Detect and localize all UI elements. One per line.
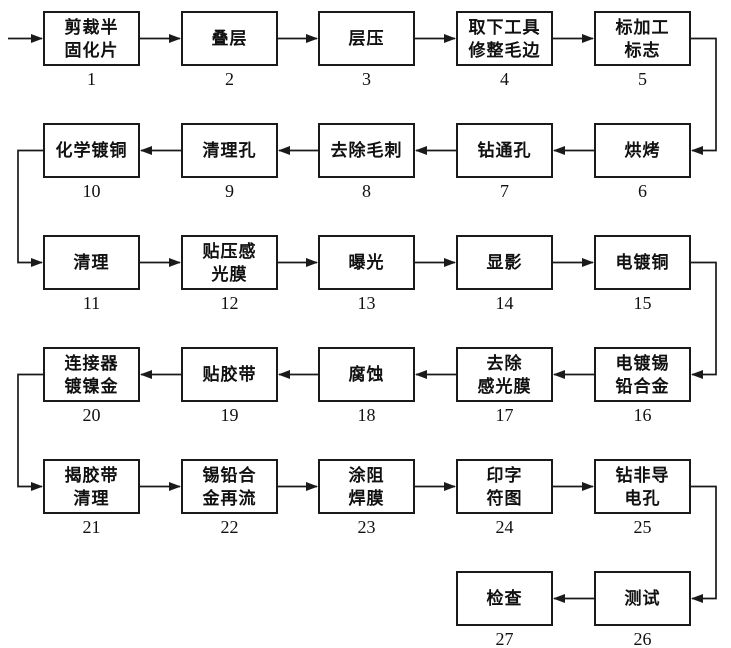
step-box-15: 电镀铜 <box>594 235 691 290</box>
step-number-3: 3 <box>362 69 371 89</box>
step-number-22: 22 <box>220 517 239 537</box>
step-number-9: 9 <box>225 181 234 201</box>
step-number-14: 14 <box>495 293 514 313</box>
step-number-20: 20 <box>82 405 101 425</box>
step-number-18: 18 <box>357 405 376 425</box>
step-box-24: 印字 符图 <box>456 459 553 514</box>
step-box-16: 电镀锡 铅合金 <box>594 347 691 402</box>
arrow-20-to-21 <box>17 373 43 491</box>
step-number-4: 4 <box>500 69 509 89</box>
step-number-13: 13 <box>357 293 376 313</box>
step-number-16: 16 <box>633 405 652 425</box>
step-box-2: 叠层 <box>181 11 278 66</box>
step-number-17: 17 <box>495 405 514 425</box>
step-box-14: 显影 <box>456 235 553 290</box>
step-box-10: 化学镀铜 <box>43 123 140 178</box>
step-box-9: 清理孔 <box>181 123 278 178</box>
step-box-23: 涂阻 焊膜 <box>318 459 415 514</box>
step-box-18: 腐蚀 <box>318 347 415 402</box>
step-number-25: 25 <box>633 517 652 537</box>
step-box-27: 检查 <box>456 571 553 626</box>
step-number-8: 8 <box>362 181 371 201</box>
step-number-2: 2 <box>225 69 234 89</box>
step-box-11: 清理 <box>43 235 140 290</box>
arrow-10-to-11 <box>17 149 43 267</box>
step-box-21: 揭胶带 清理 <box>43 459 140 514</box>
step-number-24: 24 <box>495 517 514 537</box>
step-box-7: 钻通孔 <box>456 123 553 178</box>
step-number-19: 19 <box>220 405 239 425</box>
step-number-10: 10 <box>82 181 101 201</box>
step-box-5: 标加工 标志 <box>594 11 691 66</box>
step-box-8: 去除毛刺 <box>318 123 415 178</box>
step-box-19: 贴胶带 <box>181 347 278 402</box>
step-number-5: 5 <box>638 69 647 89</box>
arrow-5-to-6 <box>691 37 717 155</box>
step-box-20: 连接器 镀镍金 <box>43 347 140 402</box>
step-number-21: 21 <box>82 517 101 537</box>
step-box-25: 钻非导 电孔 <box>594 459 691 514</box>
step-box-26: 测试 <box>594 571 691 626</box>
arrow-25-to-26 <box>691 485 717 603</box>
step-box-4: 取下工具 修整毛边 <box>456 11 553 66</box>
step-number-1: 1 <box>87 69 96 89</box>
arrow-15-to-16 <box>691 261 717 379</box>
step-number-26: 26 <box>633 629 652 648</box>
step-number-11: 11 <box>82 293 101 313</box>
step-box-3: 层压 <box>318 11 415 66</box>
step-box-13: 曝光 <box>318 235 415 290</box>
step-number-12: 12 <box>220 293 239 313</box>
step-number-15: 15 <box>633 293 652 313</box>
step-box-22: 锡铅合 金再流 <box>181 459 278 514</box>
step-box-6: 烘烤 <box>594 123 691 178</box>
step-box-12: 贴压感 光膜 <box>181 235 278 290</box>
step-box-1: 剪裁半 固化片 <box>43 11 140 66</box>
step-box-17: 去除 感光膜 <box>456 347 553 402</box>
step-number-27: 27 <box>495 629 514 648</box>
step-number-6: 6 <box>638 181 647 201</box>
step-number-23: 23 <box>357 517 376 537</box>
step-number-7: 7 <box>500 181 509 201</box>
